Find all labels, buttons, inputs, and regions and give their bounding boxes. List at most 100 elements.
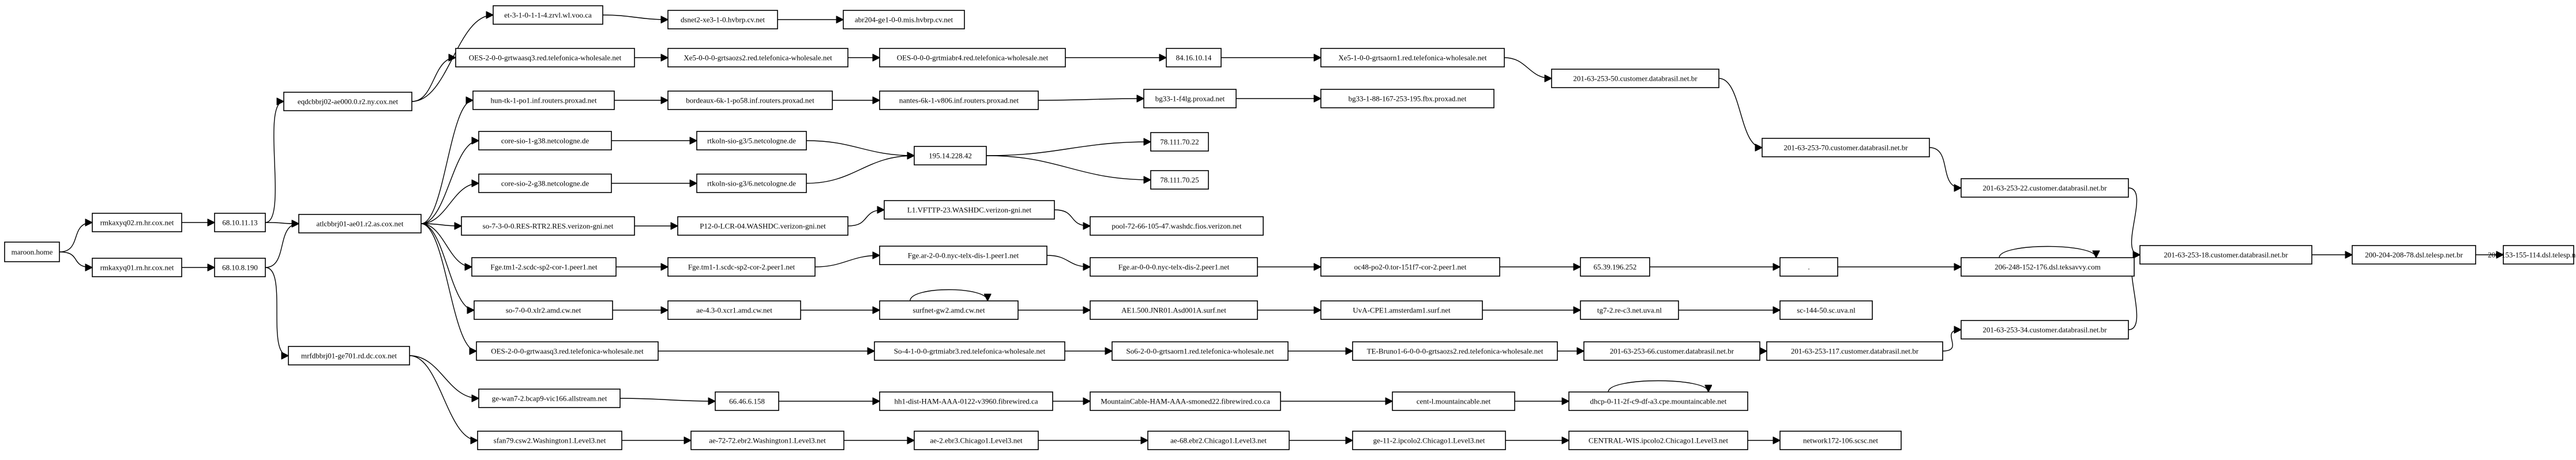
node-box (1166, 48, 1222, 67)
node-label: dsnet2-xe3-1-0.hvbrp.cv.net (681, 16, 765, 24)
edge-maroon-to-rmkaxyq02 (59, 223, 92, 252)
node-label: nantes-6k-1-v806.inf.routers.proxad.net (899, 96, 1019, 105)
node-box (1090, 300, 1258, 320)
node-label: bordeaux-6k-1-po58.inf.routers.proxad.ne… (686, 96, 814, 105)
node-box (1779, 431, 1902, 450)
node-195: 195.14.228.42 (914, 146, 987, 165)
edge-gewan-to-66 (619, 398, 715, 401)
node-label: 206-248-152-176.dsl.teksavvy.com (1995, 263, 2101, 272)
node-ae2: ae-2.ebr3.Chicago1.Level3.net (914, 431, 1039, 450)
nodes-layer: maroon.homermkaxyq02.rn.hr.cox.netrmkaxy… (4, 5, 2576, 450)
edge-fge3-to-fge4 (1046, 255, 1090, 267)
edge-201-22-to-201-18 (2128, 187, 2141, 255)
node-label: Fge.ar-2-0-0.nyc-telx-dis-1.peer1.net (908, 251, 1019, 260)
edge-201-117-to-201-34 (1942, 330, 1961, 352)
node-box (1111, 341, 1289, 361)
edge-mrfd-to-sfan (409, 355, 478, 440)
self-loop-206 (1999, 246, 2096, 258)
edges-layer (59, 15, 2503, 440)
node-et3: et-3-1-0-1-1-4.zrvl.wl.voo.ca (493, 5, 603, 25)
node-label: 201-63-253-22.customer.databrasil.net.br (1982, 184, 2107, 193)
node-ae: ae-4.3-0.xcr1.amd.cw.net (667, 300, 801, 320)
node-label: bg33-1-88-167-253-195.fbx.proxad.net (1349, 95, 1467, 103)
node-ae1500: AE1.500.JNR01.Asd001A.surf.net (1090, 300, 1258, 320)
node-label: hh1-dist-HAM-AAA-0122-v3960.fibrewired.c… (894, 397, 1038, 406)
edge-et3-to-dsnet (602, 14, 668, 20)
node-box (667, 10, 778, 29)
node-label: CENTRAL-WIS.ipcolo2.Chicago1.Level3.net (1589, 436, 1728, 445)
node-label: UvA-CPE1.amsterdam1.surf.net (1353, 306, 1451, 315)
edge-atlc-to-oes3 (420, 223, 477, 351)
node-box (1779, 300, 1873, 320)
edge-68-2-to-atlc (265, 224, 299, 268)
node-label: Xe5-1-0-0-grtsaorn1.red.telefonica-whole… (1338, 54, 1487, 62)
node-label: 200-153-155-114.dsl.telesp.net.br (2488, 251, 2576, 259)
node-label: Fge.tm1-1.scdc-sp2-cor-2.peer1.net (688, 263, 795, 272)
node-box (478, 389, 621, 408)
node-label: rmkaxyq01.rn.hr.cox.net (100, 263, 174, 272)
node-label: AE1.500.JNR01.Asd001A.surf.net (1121, 306, 1226, 315)
node-xe5: Xe5-0-0-0-grtsaozs2.red.telefonica-whole… (667, 48, 848, 67)
node-label: core-sio-1-g38.netcologne.de (501, 137, 589, 145)
node-box (92, 213, 182, 232)
node-box (696, 131, 807, 150)
node-label: OES-2-0-0-grtwaasq3.red.telefonica-whole… (469, 54, 622, 62)
edge-68-1-to-atlc (265, 223, 299, 224)
node-68-2: 68.10.8.190 (214, 258, 266, 277)
node-label: sc-144-50.sc.uva.nl (1797, 306, 1856, 315)
node-hun: hun-tk-1-po1.inf.routers.proxad.net (472, 91, 615, 110)
edge-atlc-to-so7 (420, 224, 461, 226)
node-201-50: 201-63-253-50.customer.databrasil.net.br (1551, 69, 1719, 88)
node-label: 78.111.70.22 (1160, 138, 1199, 146)
node-rmkaxyq01: rmkaxyq01.rn.hr.cox.net (92, 258, 182, 277)
node-label: network172-106.scsc.net (1803, 436, 1878, 445)
edge-195-to-78a (986, 142, 1151, 156)
node-box (1961, 320, 2129, 340)
node-label: atlcbbrj01-ae01.r2.as.cox.net (317, 220, 404, 228)
node-core2: core-sio-2-g38.netcologne.de (478, 174, 612, 193)
node-bg33: bg33-1-f4lg.proxad.net (1143, 89, 1237, 108)
node-78a: 78.111.70.22 (1150, 132, 1209, 152)
node-label: L1.VFTTP-23.WASHDC.verizon-gni.net (907, 206, 1032, 214)
node-box (914, 146, 987, 165)
self-loop-dhcp (1608, 380, 1708, 393)
node-box (478, 131, 612, 150)
node-label: 68.10.8.190 (222, 263, 258, 272)
node-label: 201-63-253-117.customer.databrasil.net.b… (1791, 347, 1919, 356)
node-box (879, 300, 1019, 320)
node-box (461, 216, 635, 236)
node-oes1: OES-2-0-0-grtwaasq3.red.telefonica-whole… (455, 48, 635, 67)
node-label: ae-68.ebr2.Chicago1.Level3.net (1170, 436, 1267, 445)
node-box (1779, 257, 1838, 277)
node-label: oc48-po2-0.tor-151f7-cor-2.peer1.net (1354, 263, 1467, 272)
edge-201-50-to-201-70 (1718, 78, 1763, 148)
node-box (2503, 245, 2574, 265)
node-201-117: 201-63-253-117.customer.databrasil.net.b… (1766, 341, 1943, 361)
node-label: So6-2-0-0-grtsaorn1.red.telefonica-whole… (1126, 347, 1274, 356)
node-label: dhcp-0-11-2f-c9-df-a3.cpe.mountaincable.… (1590, 397, 1727, 406)
node-box (843, 10, 965, 29)
node-central: CENTRAL-WIS.ipcolo2.Chicago1.Level3.net (1568, 431, 1748, 450)
node-box (471, 257, 617, 277)
node-box (1090, 391, 1281, 411)
node-oes3: OES-2-0-0-grtwaasq3.red.telefonica-whole… (476, 341, 659, 361)
node-box (1150, 170, 1209, 190)
edge-maroon-to-rmkaxyq01 (59, 251, 92, 267)
node-78b: 78.111.70.25 (1150, 170, 1209, 190)
node-201-34: 201-63-253-34.customer.databrasil.net.br (1961, 320, 2129, 340)
node-box (1320, 89, 1494, 108)
node-label: core-sio-2-g38.netcologne.de (501, 179, 589, 188)
node-box (214, 258, 266, 277)
node-maroon: maroon.home (4, 242, 60, 262)
node-label: ae-4.3-0.xcr1.amd.cw.net (696, 306, 772, 315)
node-66: 66.46.6.158 (715, 391, 779, 411)
node-box (474, 300, 613, 320)
node-dsnet: dsnet2-xe3-1-0.hvbrp.cv.net (667, 10, 778, 29)
node-box (1143, 89, 1237, 108)
node-200-2: 200-153-155-114.dsl.telesp.net.br (2488, 245, 2576, 265)
node-label: et-3-1-0-1-1-4.zrvl.wl.voo.ca (504, 11, 592, 20)
node-fge4: Fge.ar-0-0-0.nyc-telx-dis-2.peer1.net (1090, 257, 1258, 277)
node-dhcp: dhcp-0-11-2f-c9-df-a3.cpe.mountaincable.… (1568, 391, 1748, 411)
node-core1: core-sio-1-g38.netcologne.de (478, 131, 612, 150)
node-ae68: ae-68.ebr2.Chicago1.Level3.net (1147, 431, 1290, 450)
